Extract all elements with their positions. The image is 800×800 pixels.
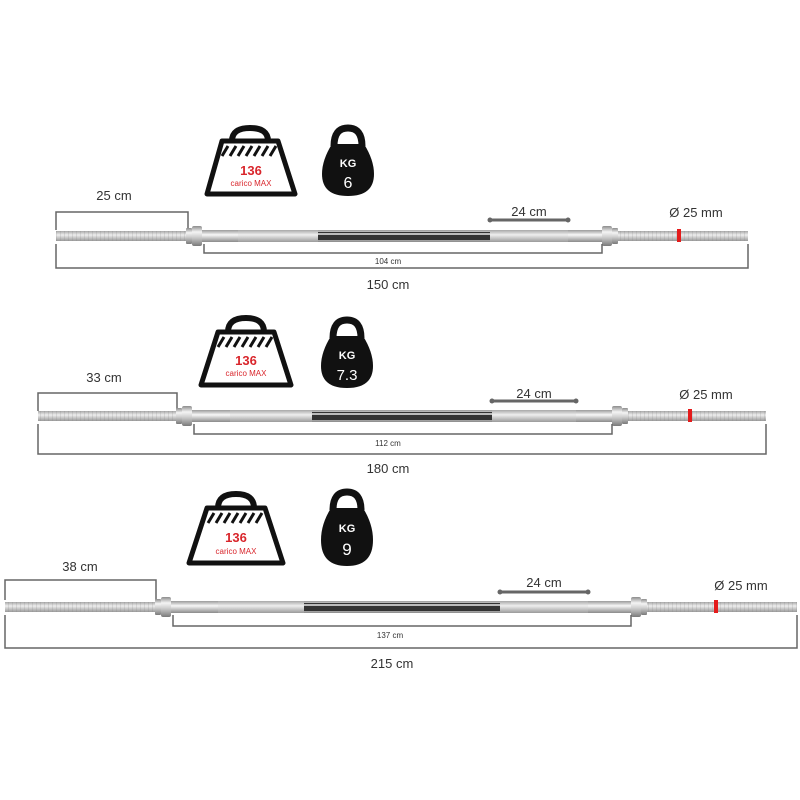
load-value: 136 <box>235 353 257 368</box>
load-value: 136 <box>240 163 262 178</box>
grip-length-label: 24 cm <box>516 386 551 401</box>
total-dimension-line <box>4 615 798 649</box>
load-label: carico MAX <box>216 547 258 556</box>
inner-dimension-line <box>172 615 632 627</box>
kettlebell-unit: KG <box>339 350 356 362</box>
kettlebell-unit: KG <box>339 523 356 535</box>
sleeve-length-label: 33 cm <box>86 370 121 385</box>
kettlebell-icon: KG 9 <box>321 488 373 566</box>
load-capacity-icon: 136 carico MAX <box>198 314 294 388</box>
kettlebell-weight: 6 <box>344 175 353 192</box>
load-capacity-icon: 136 carico MAX <box>186 490 286 566</box>
kettlebell-weight: 9 <box>342 540 351 559</box>
diameter-label: Ø 25 mm <box>714 578 767 593</box>
load-label: carico MAX <box>231 179 273 188</box>
bar-group-3: 136 carico MAX KG 9 38 cm 24 cm Ø 25 mm … <box>4 488 798 671</box>
total-dimension-line <box>37 424 767 455</box>
inner-length-label: 112 cm <box>375 439 401 448</box>
inner-length-label: 104 cm <box>375 257 402 266</box>
kettlebell-icon: KG 6 <box>322 124 374 196</box>
load-label: carico MAX <box>226 369 268 378</box>
total-length-label: 215 cm <box>371 656 414 671</box>
grip-length-label: 24 cm <box>511 204 546 219</box>
bar-group-2: 136 carico MAX KG 7.3 33 cm 24 cm Ø 25 m… <box>37 314 767 476</box>
collar-marker <box>677 229 681 242</box>
bar-group-1: 136 carico MAX KG 6 25 cm 24 cm <box>55 124 749 292</box>
grip-length-label: 24 cm <box>526 575 561 590</box>
inner-dimension-line <box>203 244 603 254</box>
sleeve-length-label: 25 cm <box>96 188 131 203</box>
kettlebell-icon: KG 7.3 <box>321 316 373 388</box>
load-capacity-icon: 136 carico MAX <box>204 124 298 197</box>
total-length-label: 180 cm <box>367 461 410 476</box>
diameter-label: Ø 25 mm <box>669 205 722 220</box>
diameter-label: Ø 25 mm <box>679 387 732 402</box>
inner-dimension-line <box>193 424 613 435</box>
collar-marker <box>714 600 718 613</box>
total-length-label: 150 cm <box>367 277 410 292</box>
total-dimension-line <box>55 244 749 269</box>
kettlebell-weight: 7.3 <box>337 367 358 384</box>
kettlebell-unit: KG <box>340 158 357 170</box>
sleeve-dimension-line <box>55 211 189 230</box>
sleeve-dimension-line <box>37 392 178 411</box>
sleeve-dimension-line <box>4 579 157 600</box>
load-value: 136 <box>225 530 247 545</box>
inner-length-label: 137 cm <box>377 631 404 640</box>
sleeve-length-label: 38 cm <box>62 559 97 574</box>
collar-marker <box>688 409 692 422</box>
